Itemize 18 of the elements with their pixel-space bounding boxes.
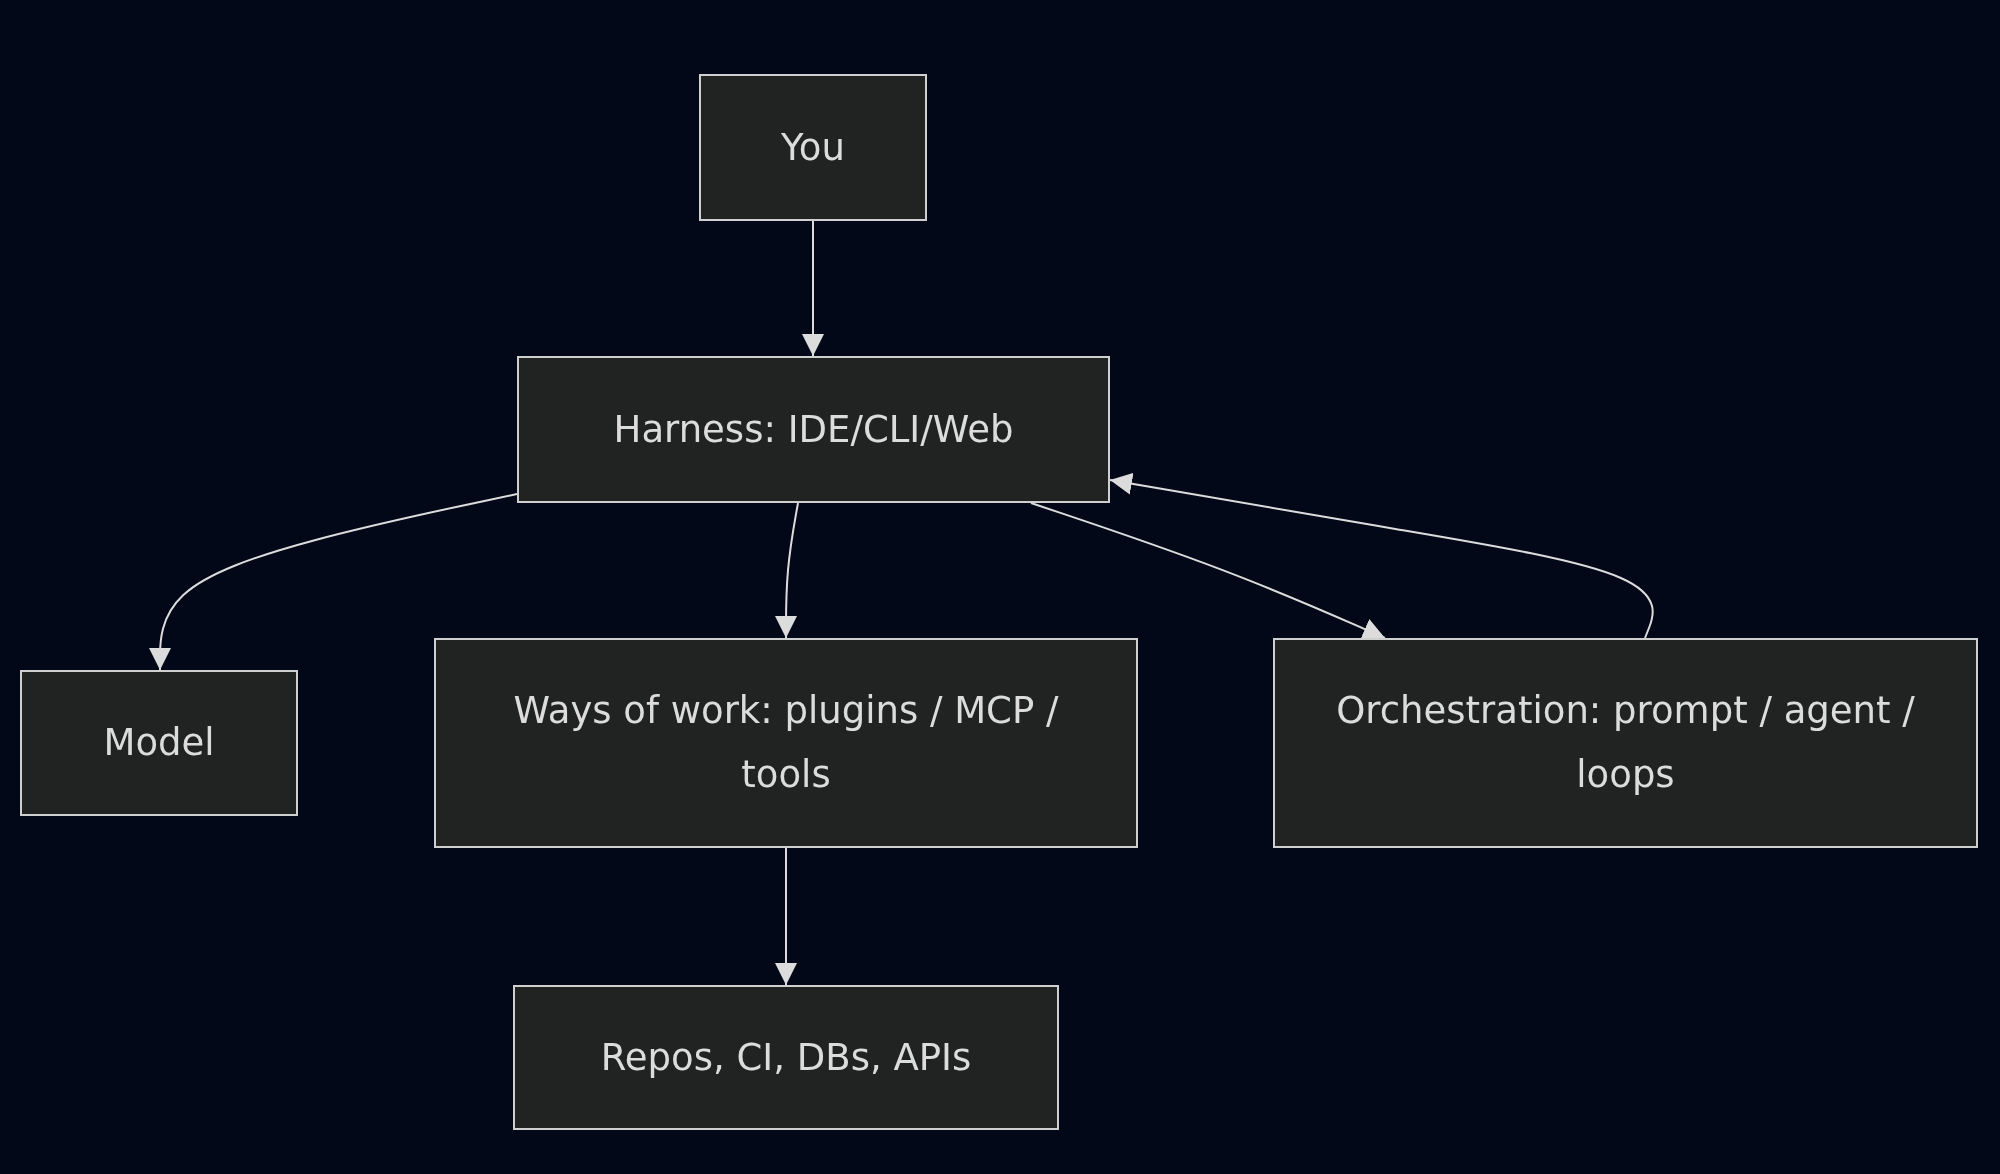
node-label: You [781,124,845,171]
node-label: Repos, CI, DBs, APIs [600,1034,972,1081]
arrow [1030,502,1386,640]
process-box [434,638,1138,848]
arrow [775,502,799,639]
node-label: Model [103,720,215,766]
node-label: Ways of work: plugins / MCP / tools [512,688,1060,798]
process-box [20,670,298,816]
node-label: Orchestration: prompt / agent / loops [1335,688,1916,798]
process-box [513,985,1059,1130]
arrow [149,493,518,671]
arrow [1109,472,1654,639]
arrow [775,847,797,986]
process-box [517,356,1110,503]
process-box [699,74,927,221]
process-box [1273,638,1978,848]
arrow [802,220,824,357]
node-label: Harness: IDE/CLI/Web [613,406,1014,453]
